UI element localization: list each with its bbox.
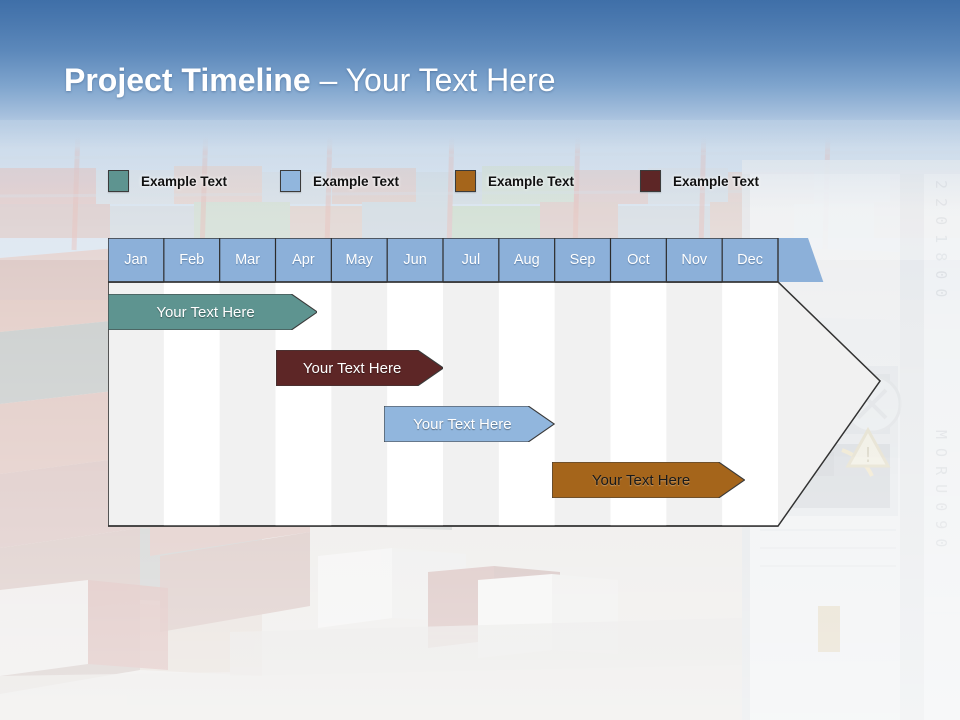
header-fade-overlay [0,120,960,210]
chart-column-stripe [387,282,443,526]
timeline-bar[interactable]: Your Text Here [108,294,318,330]
legend-item[interactable]: Example Text [280,168,399,194]
chart-body-outline [108,281,881,527]
legend-swatch-icon [108,170,129,192]
timeline-bar-shape [551,462,745,498]
chart-column-stripe [498,282,555,526]
legend-label: Example Text [141,173,228,189]
page-title-dash: – [310,62,346,98]
chart-arrow-head-area [778,282,880,526]
legend-item[interactable]: Example Text [455,168,574,194]
page-title-strong: Project Timeline [64,62,311,98]
timeline-bar[interactable]: Your Text Here [384,406,555,442]
legend-item[interactable]: Example Text [108,168,227,194]
legend-item[interactable]: Example Text [640,168,759,194]
legend-swatch-icon [640,170,661,192]
legend-label: Example Text [488,173,575,189]
timeline-bar-shape [108,294,318,330]
legend-swatch-icon [280,170,301,192]
page-title: Project Timeline – Your Text Here [64,58,556,102]
timeline-bar-shape [275,350,443,386]
legend-label: Example Text [313,173,400,189]
timeline-bar-shape [384,406,555,442]
page-title-light: Your Text Here [345,62,556,98]
legend-swatch-icon [455,170,476,192]
month-header-sliver [778,238,824,282]
timeline-bar[interactable]: Your Text Here [551,462,745,498]
legend-label: Example Text [673,173,760,189]
timeline-bar[interactable]: Your Text Here [275,350,443,386]
